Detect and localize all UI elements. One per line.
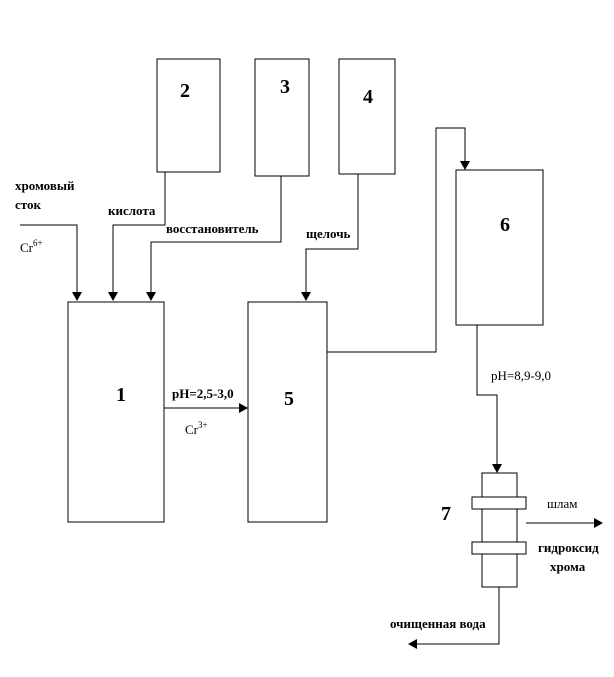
box-3-number: 3	[280, 76, 290, 98]
acid-line	[112, 172, 166, 294]
box-7-number: 7	[441, 503, 451, 525]
cr3-label: Cr3+	[185, 420, 208, 437]
flow-6-to-7-line	[476, 325, 498, 465]
ph-1-label: pH=2,5-3,0	[172, 386, 234, 401]
box-4-alkali-tank	[338, 58, 396, 175]
box-5-neutralizer	[247, 301, 328, 523]
ph-2-label: pH=8,9-9,0	[491, 368, 551, 383]
box-1-number: 1	[116, 384, 126, 406]
alkali-label: щелочь	[306, 226, 351, 241]
chrome-drain-label-2: сток	[15, 197, 41, 212]
box-3-reducer-tank	[254, 58, 310, 177]
flow-5-to-6-line	[327, 127, 466, 353]
chrome-drain-label-1: хромовый	[15, 178, 75, 193]
clean-water-arrowhead	[408, 639, 417, 649]
box-5-number: 5	[284, 388, 294, 410]
acid-arrowhead	[108, 292, 118, 301]
box-2-number: 2	[180, 80, 190, 102]
acid-label: кислота	[108, 203, 156, 218]
hydroxide-label-1: гидроксид	[538, 540, 599, 555]
reducer-line	[150, 176, 282, 294]
flow-5-to-6-arrowhead	[460, 161, 470, 170]
chrome-drain-arrowhead	[72, 292, 82, 301]
reducer-label: восстановитель	[166, 221, 259, 236]
hydroxide-label-2: хрома	[550, 559, 586, 574]
flow-1-to-5-arrowhead	[239, 403, 248, 413]
sludge-outlet-arrowhead	[594, 518, 603, 528]
filter-7-upper-flange	[471, 496, 527, 510]
filter-7-lower-flange	[471, 541, 527, 555]
box-6-number: 6	[500, 214, 510, 236]
clean-water-label: очищенная вода	[390, 616, 486, 631]
box-1-reactor	[67, 301, 165, 523]
box-2-acid-tank	[156, 58, 221, 173]
box-4-number: 4	[363, 86, 373, 108]
alkali-line	[305, 174, 359, 294]
filter-7-body	[481, 472, 518, 588]
chrome-drain-line	[20, 224, 78, 294]
flow-6-to-7-arrowhead	[492, 464, 502, 473]
cr6-label: Cr6+	[20, 238, 43, 255]
sludge-label: шлам	[547, 496, 578, 511]
clean-water-line	[416, 587, 500, 645]
alkali-arrowhead	[301, 292, 311, 301]
reducer-arrowhead	[146, 292, 156, 301]
box-6-tank	[455, 169, 544, 326]
